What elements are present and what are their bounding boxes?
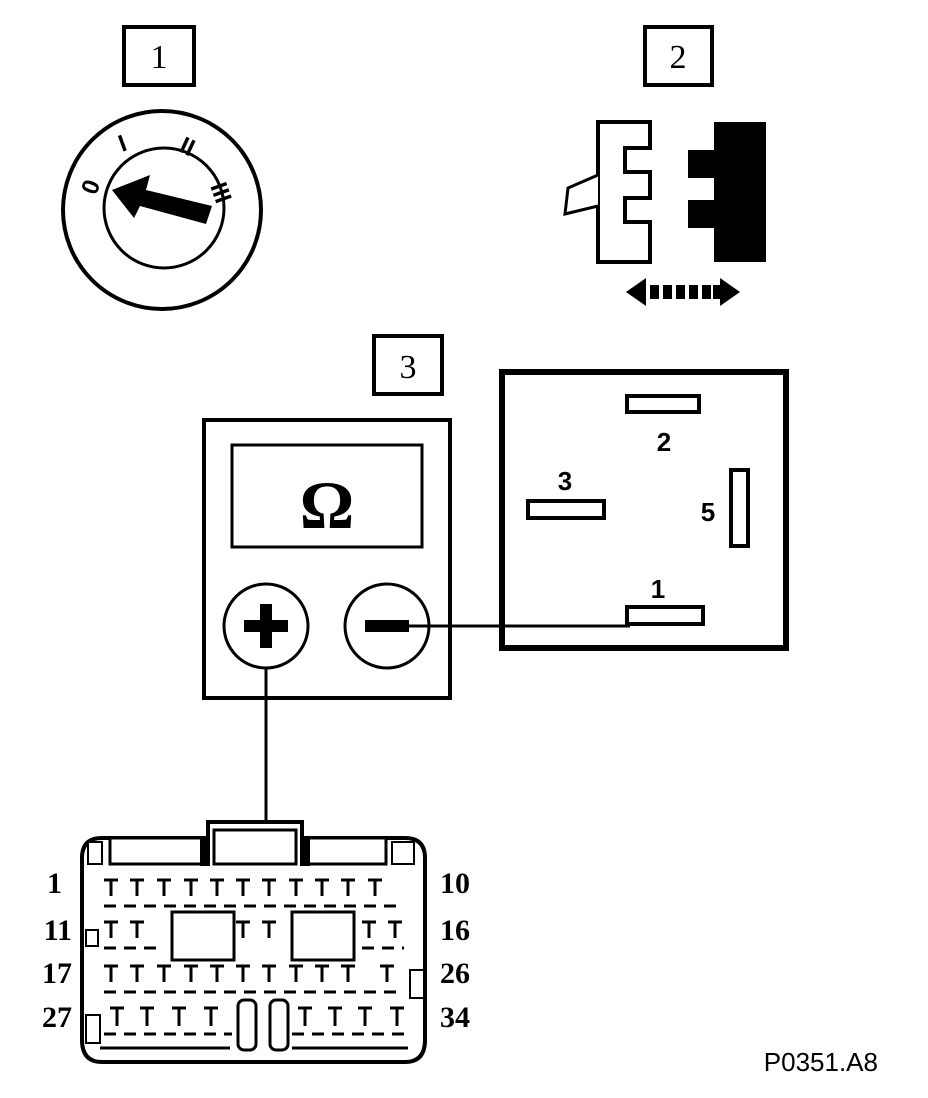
ohm-symbol: Ω: [300, 467, 354, 543]
relay-pin-1-label: 1: [651, 574, 665, 604]
relay-terminal-view: 2 3 5 1: [499, 369, 789, 651]
ecu-connector: [80, 820, 427, 1064]
connector-disconnect-icon: [563, 120, 766, 306]
plus-terminal[interactable]: [222, 582, 310, 670]
step-1-box: 1: [122, 25, 196, 87]
conn-row2-left: 11: [44, 914, 72, 947]
minus-terminal[interactable]: [343, 582, 431, 670]
ohmmeter: Ω: [202, 418, 452, 700]
reference-code: P0351.A8: [764, 1047, 878, 1077]
step-1-label: 1: [151, 39, 168, 76]
pin-row-3: [104, 964, 404, 994]
pin-row-1: [104, 878, 404, 908]
conn-row4-left: 27: [42, 1001, 72, 1034]
conn-row1-left: 1: [47, 867, 62, 900]
conn-row1-right: 10: [440, 867, 470, 900]
ignition-switch-icon: 0 I II III: [61, 109, 263, 311]
conn-row3-right: 26: [440, 957, 470, 990]
relay-pin-3-label: 3: [558, 466, 572, 496]
conn-row4-right: 34: [440, 1001, 470, 1034]
pin-row-2: [104, 910, 404, 962]
pin-row-4: [104, 998, 408, 1052]
relay-pin-5-label: 5: [701, 497, 715, 527]
step-3-label: 3: [400, 349, 417, 386]
conn-row2-right: 16: [440, 914, 470, 947]
step-3-box: 3: [372, 334, 444, 396]
relay-pin-2-label: 2: [657, 427, 671, 457]
conn-row3-left: 17: [42, 957, 72, 990]
step-2-label: 2: [670, 39, 687, 76]
step-2-box: 2: [643, 25, 714, 87]
